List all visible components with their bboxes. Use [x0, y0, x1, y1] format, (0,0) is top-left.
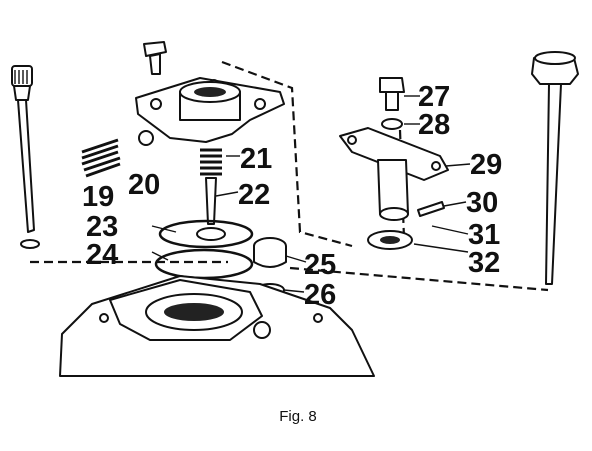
callout-28: 28 [418, 109, 450, 141]
ball-part [138, 130, 154, 146]
spring-part [81, 138, 121, 178]
left-rod [11, 65, 40, 249]
callout-31: 31 [468, 219, 500, 251]
callout-labels: 19 20 21 22 23 24 25 26 27 28 29 30 31 3… [82, 81, 502, 311]
callout-25: 25 [304, 249, 336, 281]
callout-27: 27 [418, 81, 450, 113]
callout-29: 29 [470, 149, 502, 181]
bushing-part [367, 225, 469, 253]
callout-19: 19 [82, 181, 114, 213]
callout-23: 23 [86, 211, 118, 243]
lever-part [339, 127, 449, 221]
pin-part [417, 201, 445, 217]
top-screw [143, 41, 167, 75]
callout-32: 32 [468, 247, 500, 279]
figure-caption: Fig. 8 [279, 408, 317, 425]
screw-and-washer [379, 77, 405, 130]
leader-lines [151, 95, 471, 293]
right-rod [531, 51, 579, 285]
callout-24: 24 [86, 239, 118, 271]
valve-assembly [196, 148, 226, 241]
cover-plate [135, 77, 285, 143]
carburetor-body [59, 275, 375, 377]
callout-20: 20 [128, 169, 160, 201]
callout-30: 30 [466, 187, 498, 219]
callout-22: 22 [238, 179, 270, 211]
callout-21: 21 [240, 143, 272, 175]
callout-26: 26 [304, 279, 336, 311]
